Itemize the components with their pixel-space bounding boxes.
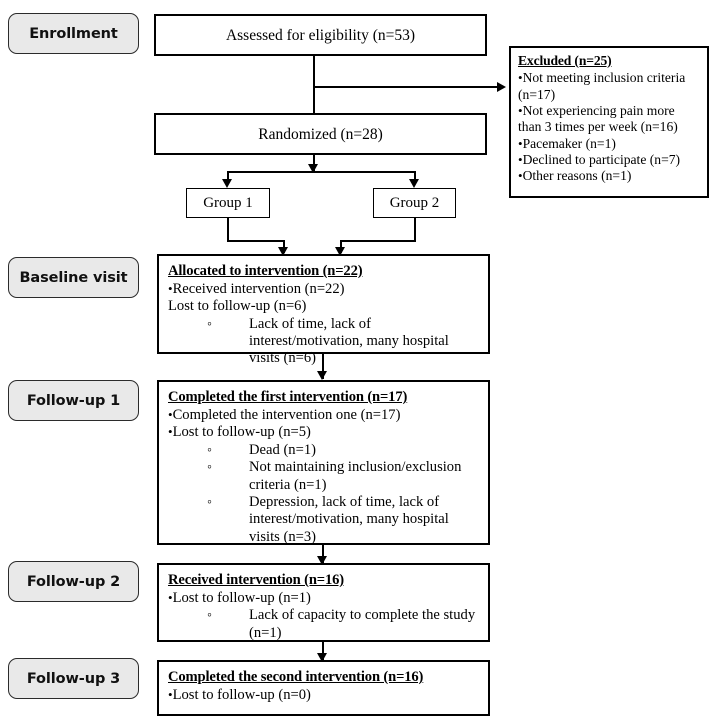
excluded-item: Pacemaker (n=1)	[518, 136, 701, 152]
connector-to-group1	[227, 171, 229, 183]
excluded-item: Other reasons (n=1)	[518, 168, 701, 184]
arrow-down-icon	[409, 179, 419, 188]
connector-group2-into-baseline	[340, 240, 342, 253]
hollow-bullet-icon	[228, 459, 249, 477]
excluded-item: Declined to participate (n=7)	[518, 152, 701, 168]
stage-pill-followup-3: Follow-up 3	[8, 658, 139, 699]
stage-pill-followup-1: Follow-up 1	[8, 380, 139, 421]
node-group-1: Group 1	[186, 188, 270, 218]
node-text: Randomized (n=28)	[258, 126, 383, 143]
connector-group2-merge	[340, 240, 415, 242]
arrow-down-icon	[317, 556, 327, 565]
stage-pill-followup-2: Follow-up 2	[8, 561, 139, 602]
arrow-down-icon	[335, 247, 345, 256]
connector-group1-merge	[227, 240, 284, 242]
group-label: Group 2	[389, 194, 440, 211]
hollow-bullet-icon	[228, 607, 249, 625]
node-subitem: Dead (n=1)	[228, 442, 480, 460]
connector-baseline-to-followup1	[322, 354, 324, 379]
stage-label: Follow-up 2	[26, 573, 121, 590]
excluded-item: Not meeting inclusion criteria (n=17)	[518, 70, 701, 103]
node-subitem: Lack of time, lack of interest/motivatio…	[228, 316, 480, 368]
node-text: Assessed for eligibility (n=53)	[225, 27, 416, 44]
connector-group2-down	[414, 218, 416, 242]
hollow-bullet-icon	[228, 442, 249, 460]
excluded-header: Excluded (n=25)	[518, 53, 612, 68]
stage-pill-enrollment: Enrollment	[8, 13, 139, 54]
stage-label: Baseline visit	[19, 269, 128, 286]
node-header: Completed the first intervention (n=17)	[168, 389, 408, 405]
arrow-down-icon	[317, 371, 327, 380]
stage-label: Follow-up 3	[26, 670, 121, 687]
hollow-bullet-icon	[228, 316, 249, 334]
node-excluded: Excluded (n=25) Not meeting inclusion cr…	[509, 46, 709, 198]
excluded-item: Not experiencing pain more than 3 times …	[518, 103, 701, 136]
arrow-down-icon	[278, 247, 288, 256]
node-randomized: Randomized (n=28)	[154, 113, 487, 155]
node-subitem: Not maintaining inclusion/exclusion crit…	[228, 459, 480, 494]
connector-to-group2	[414, 171, 416, 183]
connector-group1-down	[227, 218, 229, 242]
arrow-down-icon	[222, 179, 232, 188]
stage-pill-baseline-visit: Baseline visit	[8, 257, 139, 298]
node-subitem: Lack of capacity to complete the study (…	[228, 607, 480, 642]
connector-followup1-to-followup2	[322, 545, 324, 565]
connector-to-excluded	[313, 86, 498, 88]
arrow-down-icon	[308, 164, 318, 173]
stage-label: Enrollment	[29, 25, 118, 42]
node-header: Allocated to intervention (n=22)	[168, 263, 363, 279]
node-baseline-allocated: Allocated to intervention (n=22) Receive…	[157, 254, 490, 366]
node-group-2: Group 2	[373, 188, 456, 218]
group-label: Group 1	[203, 194, 253, 211]
node-assessed-for-eligibility: Assessed for eligibility (n=53)	[154, 14, 487, 56]
node-item: Received intervention (n=22)	[168, 281, 480, 298]
node-subitem: Depression, lack of time, lack of intere…	[228, 494, 480, 546]
node-followup3-completed-second: Completed the second intervention (n=16)…	[157, 660, 490, 716]
stage-label: Follow-up 1	[26, 392, 121, 409]
connector-split-bus	[227, 171, 415, 173]
node-item: Completed the intervention one (n=17)	[168, 407, 480, 424]
connector-group1-into-baseline	[283, 240, 285, 253]
node-item: Lost to follow-up (n=6)	[168, 298, 307, 315]
node-item: Lost to follow-up (n=1)	[168, 590, 480, 607]
node-header: Completed the second intervention (n=16)	[168, 669, 424, 685]
connector-followup2-to-followup3	[322, 642, 324, 662]
node-item: Lost to follow-up (n=0)	[168, 687, 480, 704]
connector-assessed-to-randomized	[313, 56, 315, 113]
node-item: Lost to follow-up (n=5)	[168, 424, 480, 441]
node-followup1-completed-first: Completed the first intervention (n=17) …	[157, 380, 490, 545]
node-header: Received intervention (n=16)	[168, 572, 344, 588]
arrow-right-icon	[497, 82, 506, 92]
node-followup2-received: Received intervention (n=16) Lost to fol…	[157, 563, 490, 642]
hollow-bullet-icon	[228, 494, 249, 512]
arrow-down-icon	[317, 653, 327, 662]
